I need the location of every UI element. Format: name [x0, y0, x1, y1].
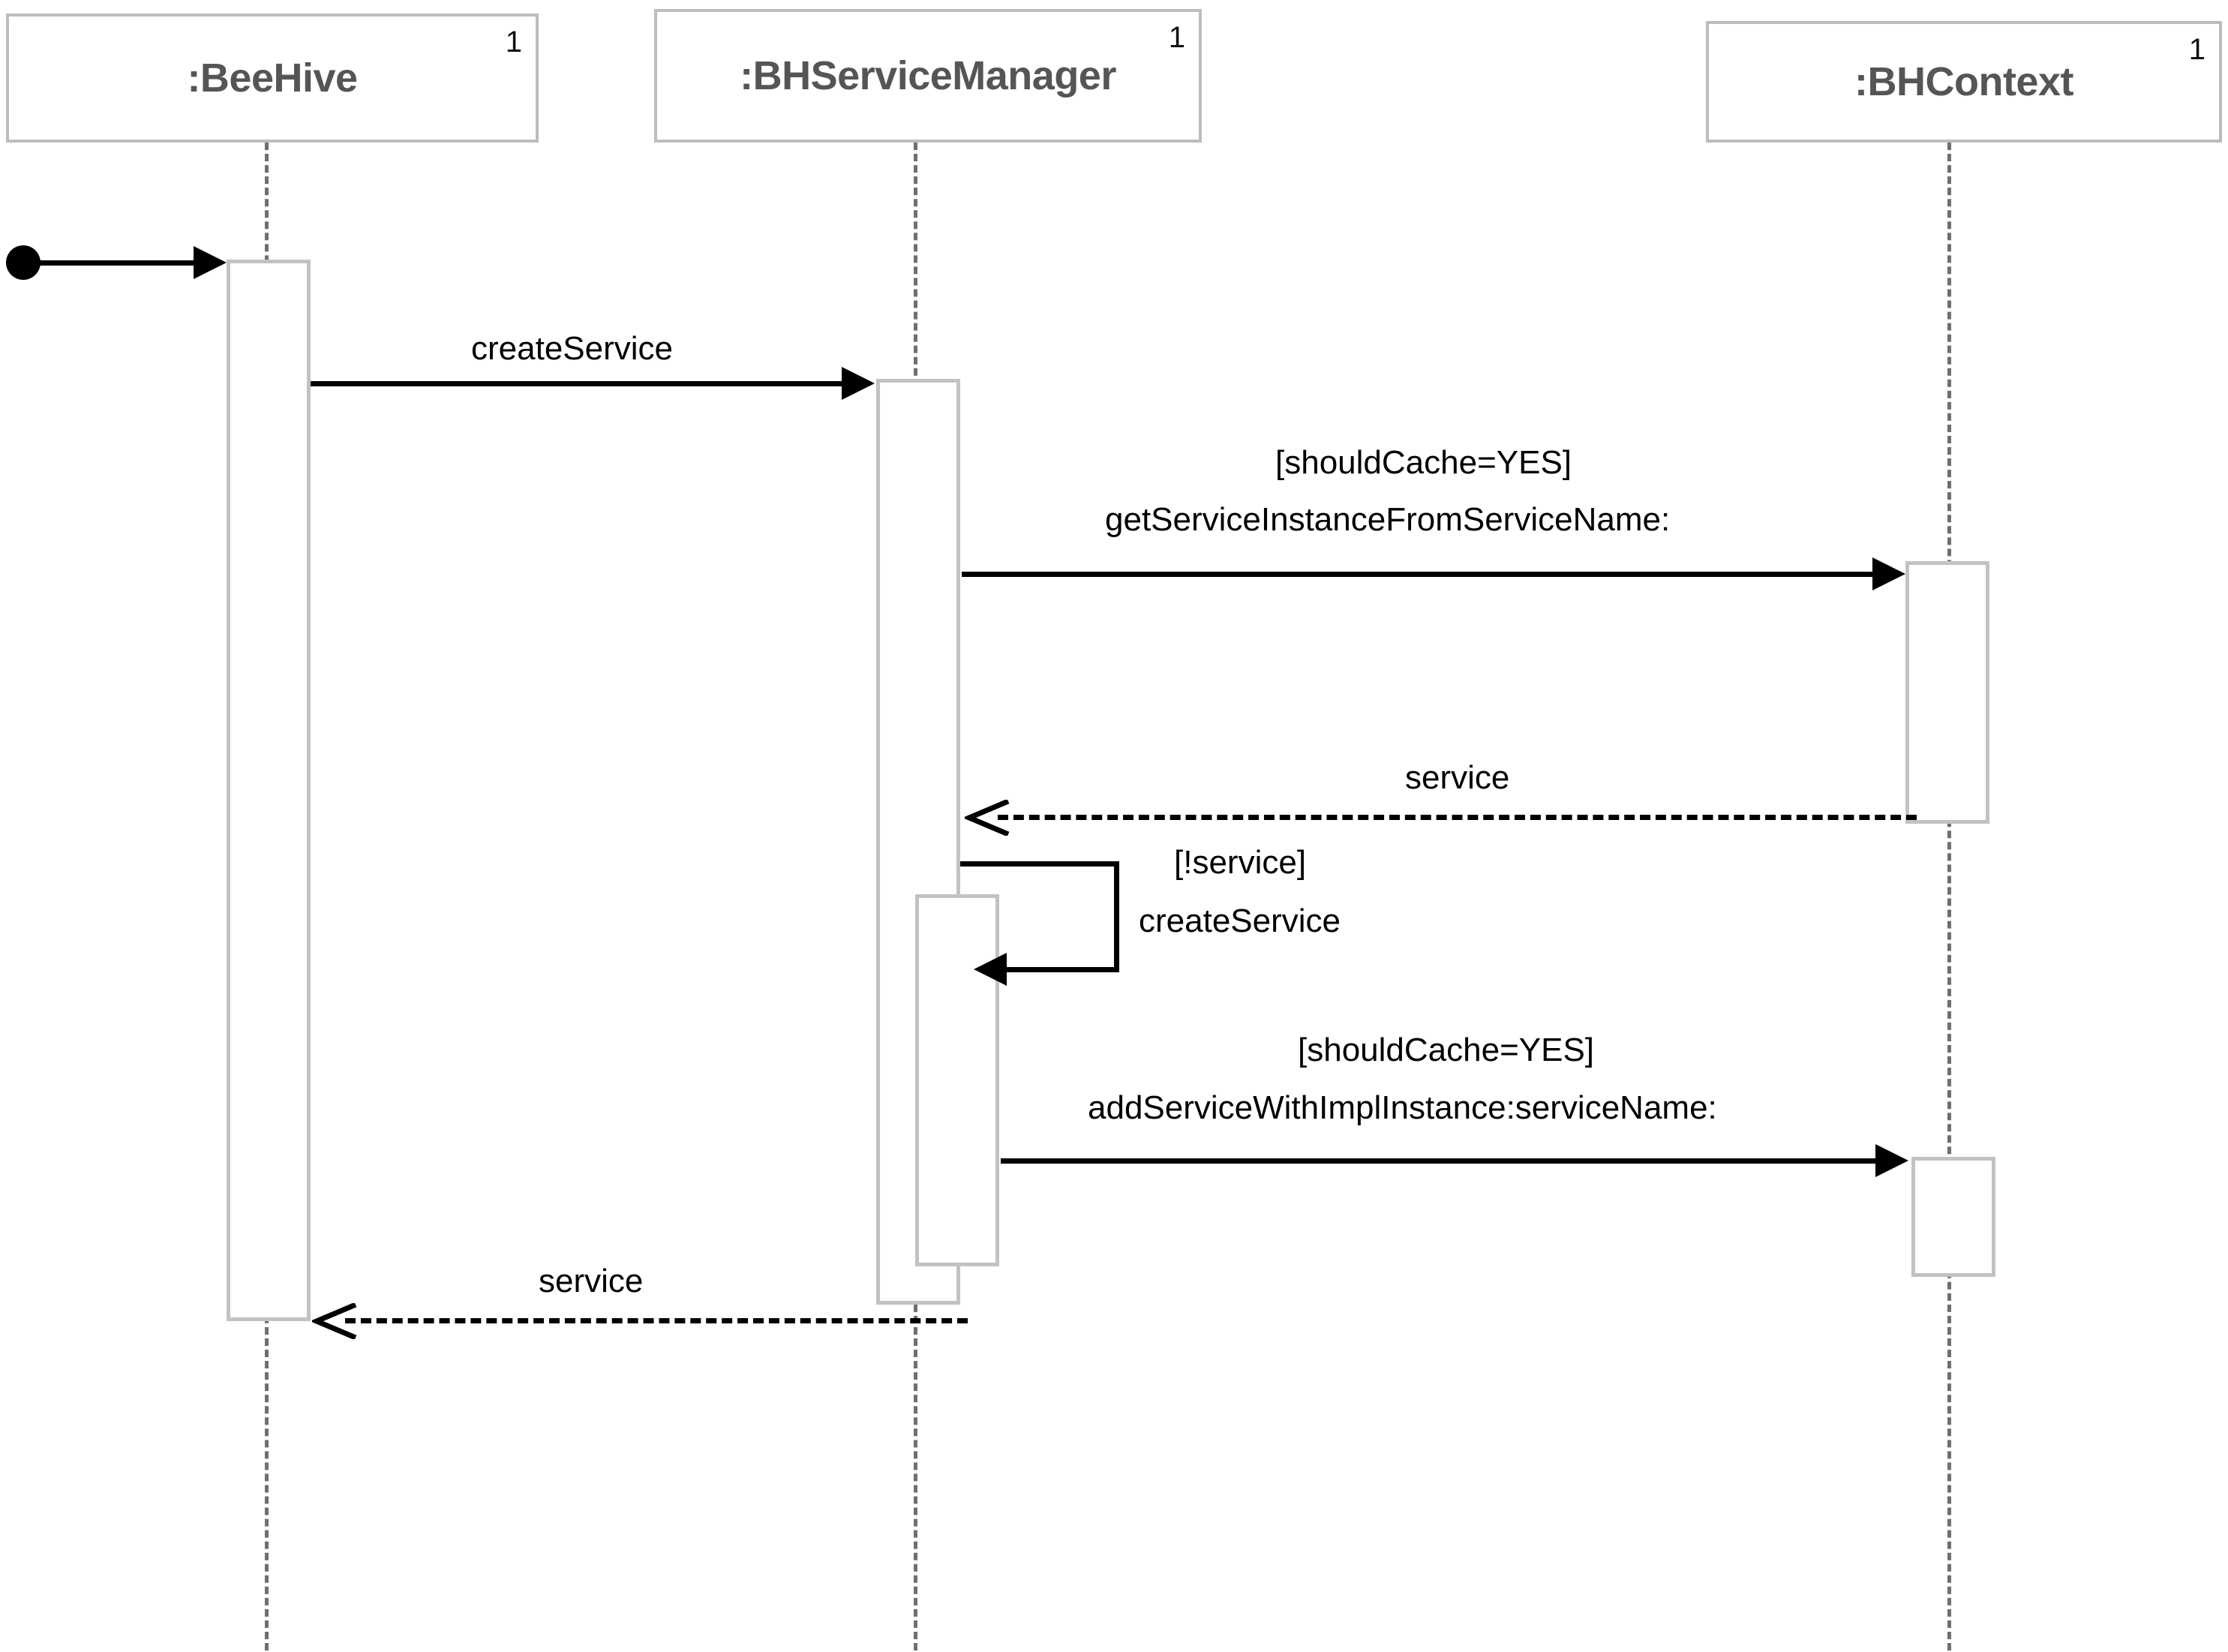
lifeline-label-bhservicemanager: :BHServiceManager: [740, 53, 1116, 98]
self-call-top-segment: [960, 861, 1119, 867]
get-service-instance-arrowhead: [1872, 557, 1905, 590]
found-message-line[interactable]: [33, 260, 198, 266]
create-service-self-guard: [!service]: [1174, 844, 1307, 881]
service-return-context-arrowhead: [965, 800, 1010, 836]
add-service-with-impl-arrowhead: [1875, 1144, 1908, 1177]
self-call-bottom-segment: [1007, 967, 1119, 972]
service-return-context-label: service: [1405, 759, 1510, 796]
service-return-beehive-arrowhead: [312, 1303, 357, 1339]
get-service-instance-line[interactable]: [962, 572, 1872, 577]
activation-bar-bhcontext-first[interactable]: [1905, 561, 1989, 824]
lifeline-multiplicity-bhservicemanager: 1: [1168, 21, 1185, 54]
lifeline-header-bhservicemanager[interactable]: :BHServiceManager 1: [654, 9, 1202, 143]
create-service-self-arrowhead: [974, 953, 1007, 986]
lifeline-label-bhcontext: :BHContext: [1854, 59, 2073, 104]
lifeline-line-bhcontext: [1947, 143, 1951, 1650]
self-call-right-segment: [1114, 861, 1119, 972]
get-service-instance-label: getServiceInstanceFromServiceName:: [1105, 501, 1671, 538]
create-service-self-path[interactable]: [960, 861, 1140, 981]
create-service-arrowhead: [842, 367, 875, 400]
add-service-with-impl-guard: [shouldCache=YES]: [1298, 1032, 1595, 1068]
get-service-instance-guard: [shouldCache=YES]: [1275, 444, 1572, 481]
lifeline-header-bhcontext[interactable]: :BHContext 1: [1706, 21, 2222, 143]
create-service-label: createService: [471, 330, 674, 367]
found-message-arrowhead: [194, 246, 227, 279]
lifeline-multiplicity-beehive: 1: [505, 26, 522, 59]
activation-bar-beehive[interactable]: [227, 260, 311, 1321]
service-return-context-line[interactable]: [998, 815, 1917, 820]
create-service-self-label: createService: [1139, 903, 1341, 939]
service-return-beehive-line[interactable]: [345, 1318, 968, 1323]
service-return-beehive-label: service: [539, 1263, 644, 1299]
lifeline-header-beehive[interactable]: :BeeHive 1: [6, 14, 539, 143]
lifeline-multiplicity-bhcontext: 1: [2188, 33, 2205, 66]
add-service-with-impl-line[interactable]: [1001, 1158, 1875, 1164]
lifeline-label-beehive: :BeeHive: [187, 56, 358, 101]
activation-bar-bhcontext-second[interactable]: [1911, 1157, 1995, 1277]
add-service-with-impl-label: addServiceWithImplInstance:serviceName:: [1088, 1089, 1717, 1126]
create-service-line[interactable]: [311, 381, 842, 386]
